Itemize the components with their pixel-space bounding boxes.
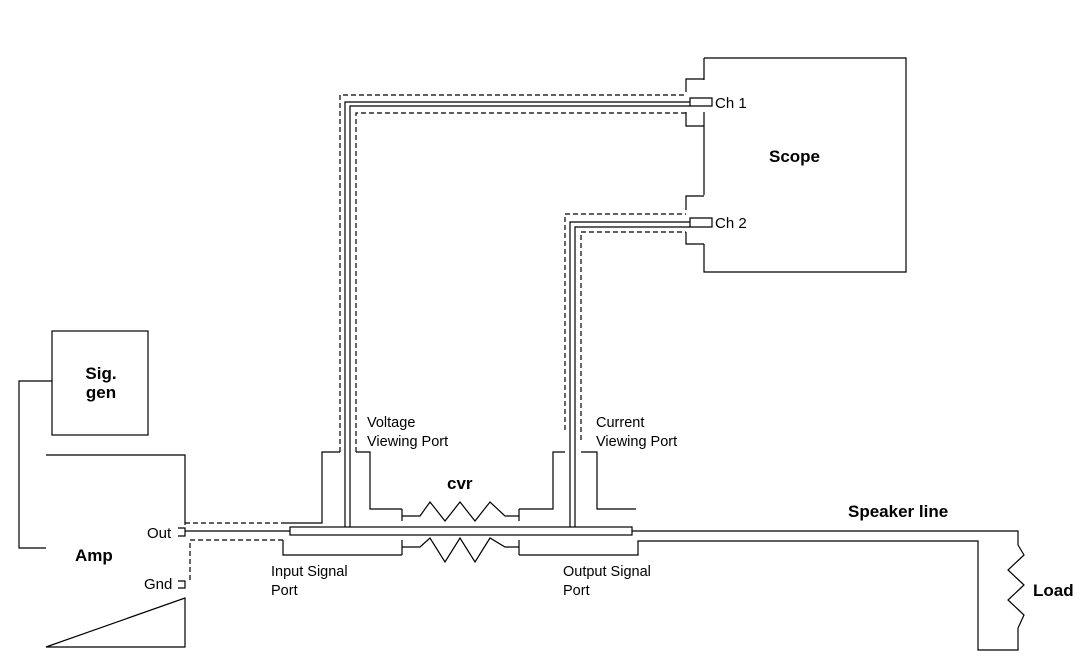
- speaker-line: [632, 530, 1019, 545]
- gnd-label: Gnd: [144, 576, 173, 593]
- input-port-label: Input Signal Port: [271, 564, 348, 599]
- sig-gen-box: [51, 330, 149, 436]
- current-cable: [564, 213, 690, 462]
- ch2-label: Ch 2: [715, 215, 747, 232]
- ch2-connector: [685, 195, 713, 245]
- fixture-bottom-outline: [282, 540, 1019, 651]
- ch1-label: Ch 1: [715, 95, 747, 112]
- load-label: Load: [1033, 581, 1074, 600]
- cvr-resistor-bottom: [401, 536, 520, 564]
- amp-label: Amp: [75, 546, 113, 565]
- ch1-connector: [685, 78, 713, 127]
- scope-label: Scope: [769, 147, 821, 166]
- scope-box: [703, 57, 907, 273]
- cvr-label: cvr: [447, 474, 473, 493]
- voltage-cable: [339, 94, 690, 462]
- out-stub: [178, 527, 186, 537]
- sig-gen-label: Sig. gen: [85, 364, 117, 402]
- cvr-resistor-top: [401, 501, 520, 522]
- load-resistor: [1007, 544, 1025, 629]
- output-port-label: Output Signal Port: [563, 564, 651, 599]
- speaker-line-label: Speaker line: [848, 502, 949, 521]
- siggen-amp-wire: [18, 380, 52, 549]
- amp-box: [45, 454, 186, 648]
- out-label: Out: [147, 525, 172, 542]
- gnd-stub: [178, 580, 186, 589]
- current-port-label: Current Viewing Port: [596, 415, 678, 450]
- fixture-top-outline: [283, 451, 636, 524]
- center-conductor: [289, 526, 633, 536]
- amp-shield-bottom: [189, 539, 283, 580]
- voltage-port-label: Voltage Viewing Port: [367, 415, 449, 450]
